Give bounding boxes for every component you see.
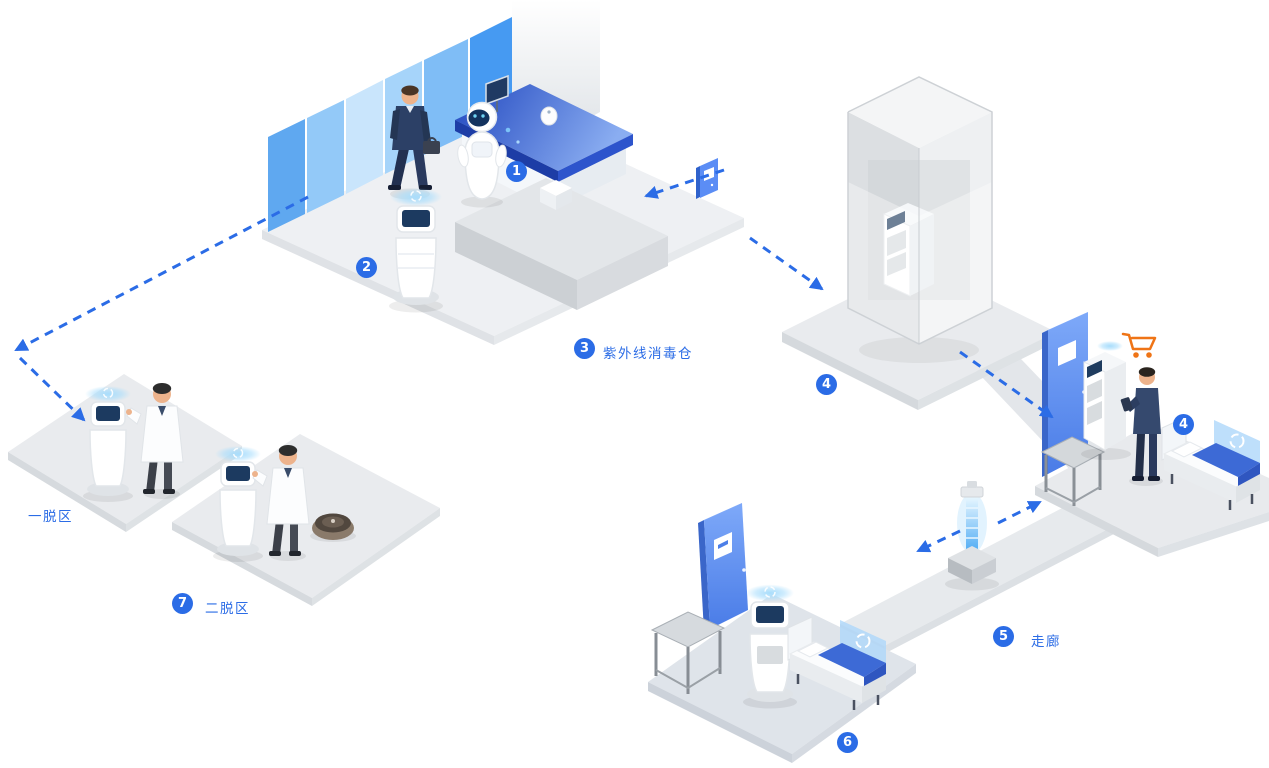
disinfection-swirl-icon (855, 633, 871, 649)
route-arrow-corridor-right (997, 500, 1042, 525)
elevator-glass (848, 182, 992, 344)
delivery-robot-b (743, 584, 797, 709)
ward-table (1040, 436, 1106, 506)
label-doffing-area-2: 二脱区 (205, 601, 250, 617)
pillow (796, 641, 830, 658)
station-badge-7: 7 (172, 593, 193, 614)
disinfection-swirl-icon (215, 446, 261, 462)
person-with-phone (1120, 367, 1163, 486)
box-delivery-robot-ward (1081, 341, 1131, 460)
route-arrow-to-elevator (749, 236, 824, 291)
doffing-area-1 (8, 374, 242, 532)
station-badge-3: 3 (574, 338, 595, 359)
station-badge-2: 2 (356, 257, 377, 278)
robot-screen (402, 210, 430, 227)
uv-lamp-pole (966, 496, 978, 550)
disinfection-swirl-icon (746, 584, 794, 602)
route-arrows (14, 168, 1054, 553)
ward-area (1035, 312, 1269, 557)
walking-person (388, 85, 440, 200)
gray-cabinet (455, 178, 668, 310)
elevator (782, 76, 1056, 410)
disinfection-swirl-icon (1229, 433, 1245, 449)
robot-screen (1087, 360, 1102, 378)
disinfection-swirl-icon (85, 386, 131, 402)
corridor-floor (840, 482, 1156, 646)
doctor-person-1 (126, 383, 184, 499)
robot-screen (96, 406, 120, 421)
patient-room-door (698, 503, 748, 632)
route-arrow-into-reception (644, 168, 725, 199)
label-uv-chamber: 紫外线消毒仓 (603, 346, 693, 362)
disinfection-swirl-icon (390, 188, 442, 206)
lab-coat (140, 405, 184, 463)
desk-monitor-icon (485, 74, 509, 106)
ward-door (1042, 312, 1088, 477)
disinfection-swirl-icon (1097, 341, 1123, 351)
robot-screen (756, 606, 784, 623)
bed-screen-panel (840, 620, 886, 668)
blanket (1192, 443, 1260, 477)
elevator-door-icon (696, 158, 718, 199)
station-badge-4-ward: 4 (1173, 414, 1194, 435)
doctor-person-2 (252, 445, 310, 561)
route-arrow-corridor-left (916, 529, 961, 553)
label-corridor: 走廊 (1031, 634, 1061, 650)
delivery-robot-c (83, 386, 133, 502)
lab-coat (266, 467, 310, 525)
hospital-bed-room (787, 616, 888, 710)
station-badge-4-elevator: 4 (816, 374, 837, 395)
phone (1120, 397, 1133, 412)
desk-kettle (540, 106, 558, 126)
patient-room-table (650, 611, 726, 694)
reception-area (262, 0, 744, 345)
patient-room (648, 503, 916, 763)
pillow (1170, 441, 1204, 458)
robot-face-screen (468, 109, 490, 127)
robot-screen (887, 211, 905, 230)
station-badge-6: 6 (837, 732, 858, 753)
reception-robot (457, 101, 520, 208)
station-badge-1: 1 (506, 161, 527, 182)
briefcase (423, 141, 440, 154)
station-badge-5: 5 (993, 626, 1014, 647)
delivery-robot-a (389, 188, 443, 313)
label-doffing-area-1: 一脱区 (28, 509, 73, 525)
shopping-cart-icon (1121, 332, 1157, 358)
route-arrow-to-ward (959, 350, 1054, 419)
uv-disinfection-robot (945, 481, 999, 591)
floor-scrubber-robot (310, 513, 356, 542)
door-sign (1058, 340, 1076, 366)
delivery-robot-d (213, 446, 263, 562)
blanket (818, 643, 886, 677)
box-delivery-robot-inside (883, 203, 934, 297)
route-arrow-to-doffing (14, 195, 309, 352)
doffing-area-2 (172, 434, 440, 606)
robot-screen (226, 466, 250, 481)
bed-screen-panel (1214, 420, 1260, 468)
